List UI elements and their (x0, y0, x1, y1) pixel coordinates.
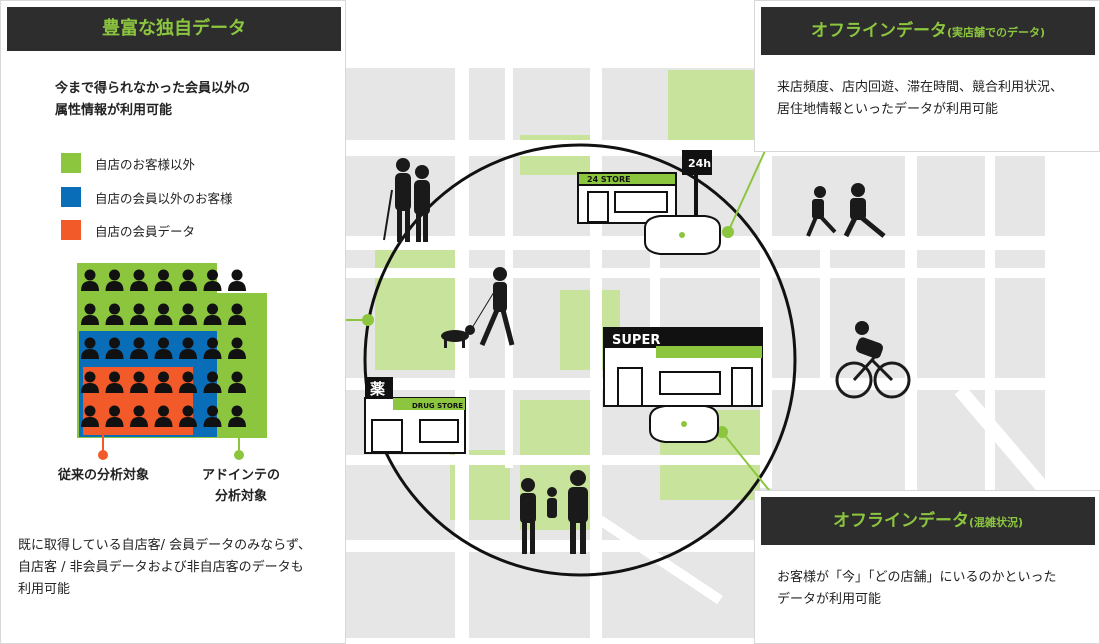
bottom-right-title: オフラインデータ(混雑状況) (761, 497, 1095, 545)
caption-traditional: 従来の分析対象 (57, 468, 149, 483)
top-right-body-line2: 居住地情報といったデータが利用可能 (777, 102, 999, 117)
left-intro-line2: 属性情報が利用可能 (55, 103, 173, 118)
person-icon (154, 371, 173, 393)
person-icon (203, 303, 222, 325)
beacon-device-icon (649, 405, 719, 443)
person-icon (105, 337, 124, 359)
beacon-device-icon (644, 215, 721, 255)
left-footer-line2: 自店客 / 非会員データおよび非自店客のデータも (18, 560, 304, 575)
person-icon (130, 371, 148, 393)
left-intro: 今まで得られなかった会員以外の 属性情報が利用可能 (55, 78, 250, 122)
orange-marker (98, 450, 108, 460)
bottom-right-panel: オフラインデータ(混雑状況) お客様が「今」「どの店舗」にいるのかといった デー… (754, 490, 1100, 644)
green-swatch (61, 153, 81, 173)
person-icon (228, 269, 246, 291)
people-grid (77, 263, 267, 438)
person-icon (179, 269, 197, 291)
caption-adinte: アドインテの 分析対象 (181, 465, 301, 507)
person-icon (81, 405, 99, 427)
legend-label: 自店の会員以外のお客様 (95, 190, 233, 206)
store-24h-sign: 24h (688, 157, 711, 170)
person-icon (203, 337, 222, 359)
bottom-right-title-main: オフラインデータ (832, 511, 969, 531)
super-sign: SUPER (612, 333, 660, 348)
left-panel: 豊富な独自データ 今まで得られなかった会員以外の 属性情報が利用可能 自店のお客… (0, 0, 346, 644)
caption-adinte-line1: アドインテの (201, 468, 280, 483)
person-icon (105, 405, 124, 427)
top-right-panel: オフラインデータ(実店舗でのデータ) 来店頻度、店内回遊、滞在時間、競合利用状況… (754, 0, 1100, 152)
person-icon (81, 371, 99, 393)
convenience-store: 24 STORE 24h (577, 150, 712, 225)
person-icon (105, 269, 124, 291)
top-right-body-line1: 来店頻度、店内回遊、滞在時間、競合利用状況、 (777, 80, 1064, 95)
person-icon (154, 337, 173, 359)
person-icon (130, 337, 148, 359)
joggers-icon (806, 183, 886, 238)
person-icon (179, 371, 197, 393)
person-icon (203, 405, 222, 427)
bottom-right-title-note: (混雑状況) (968, 516, 1024, 529)
caption-adinte-line2: 分析対象 (214, 489, 267, 504)
legend-item-non-member: 自店の会員以外のお客様 (61, 187, 233, 207)
person-icon (105, 303, 124, 325)
drug-store: 薬 DRUG STORE (364, 377, 466, 454)
left-intro-line1: 今まで得られなかった会員以外の (55, 81, 251, 96)
person-icon (154, 269, 173, 291)
top-right-title-main: オフラインデータ (810, 21, 947, 41)
legend-label: 自店のお客様以外 (95, 156, 196, 172)
left-footer-line3: 利用可能 (18, 582, 71, 597)
person-icon (228, 405, 246, 427)
green-marker (234, 450, 244, 460)
left-footer-line1: 既に取得している自店客/ 会員データのみならず、 (18, 538, 311, 553)
cyclist-icon (835, 321, 911, 399)
bottom-right-body-line1: お客様が「今」「どの店舗」にいるのかといった (777, 570, 1057, 585)
person-icon (130, 405, 148, 427)
person-icon (130, 269, 148, 291)
person-icon (130, 303, 148, 325)
family-icon (520, 470, 588, 554)
person-icon (81, 269, 99, 291)
left-footer: 既に取得している自店客/ 会員データのみならず、 自店客 / 非会員データおよび… (18, 535, 311, 601)
bottom-right-body-line2: データが利用可能 (777, 592, 882, 607)
top-right-title-note: (実店舗でのデータ) (946, 26, 1046, 39)
legend-label: 自店の会員データ (95, 223, 196, 239)
drug-kanji: 薬 (369, 380, 385, 398)
person-icon (228, 337, 246, 359)
left-panel-title: 豊富な独自データ (7, 7, 341, 51)
supermarket: SUPER (603, 327, 763, 407)
person-icon (228, 303, 246, 325)
person-icon (228, 371, 246, 393)
orange-swatch (61, 220, 81, 240)
blue-swatch (61, 187, 81, 207)
person-icon (81, 303, 99, 325)
legend-item-non-customer: 自店のお客様以外 (61, 153, 195, 173)
person-icon (179, 303, 197, 325)
person-icon (81, 337, 99, 359)
person-icon (203, 269, 222, 291)
top-right-body: 来店頻度、店内回遊、滞在時間、競合利用状況、 居住地情報といったデータが利用可能 (777, 77, 1063, 121)
drug-store-sign: DRUG STORE (412, 402, 463, 410)
person-icon (154, 405, 173, 427)
person-icon (179, 405, 197, 427)
person-icon (105, 371, 124, 393)
store-24-sign: 24 STORE (587, 175, 631, 184)
bottom-right-body: お客様が「今」「どの店舗」にいるのかといった データが利用可能 (777, 567, 1057, 611)
legend-item-member: 自店の会員データ (61, 220, 195, 240)
person-icon (179, 337, 197, 359)
dog-walker-icon (441, 267, 515, 348)
top-right-title: オフラインデータ(実店舗でのデータ) (761, 7, 1095, 55)
person-icon (154, 303, 173, 325)
person-icon (203, 371, 222, 393)
elderly-couple-icon (383, 158, 430, 242)
